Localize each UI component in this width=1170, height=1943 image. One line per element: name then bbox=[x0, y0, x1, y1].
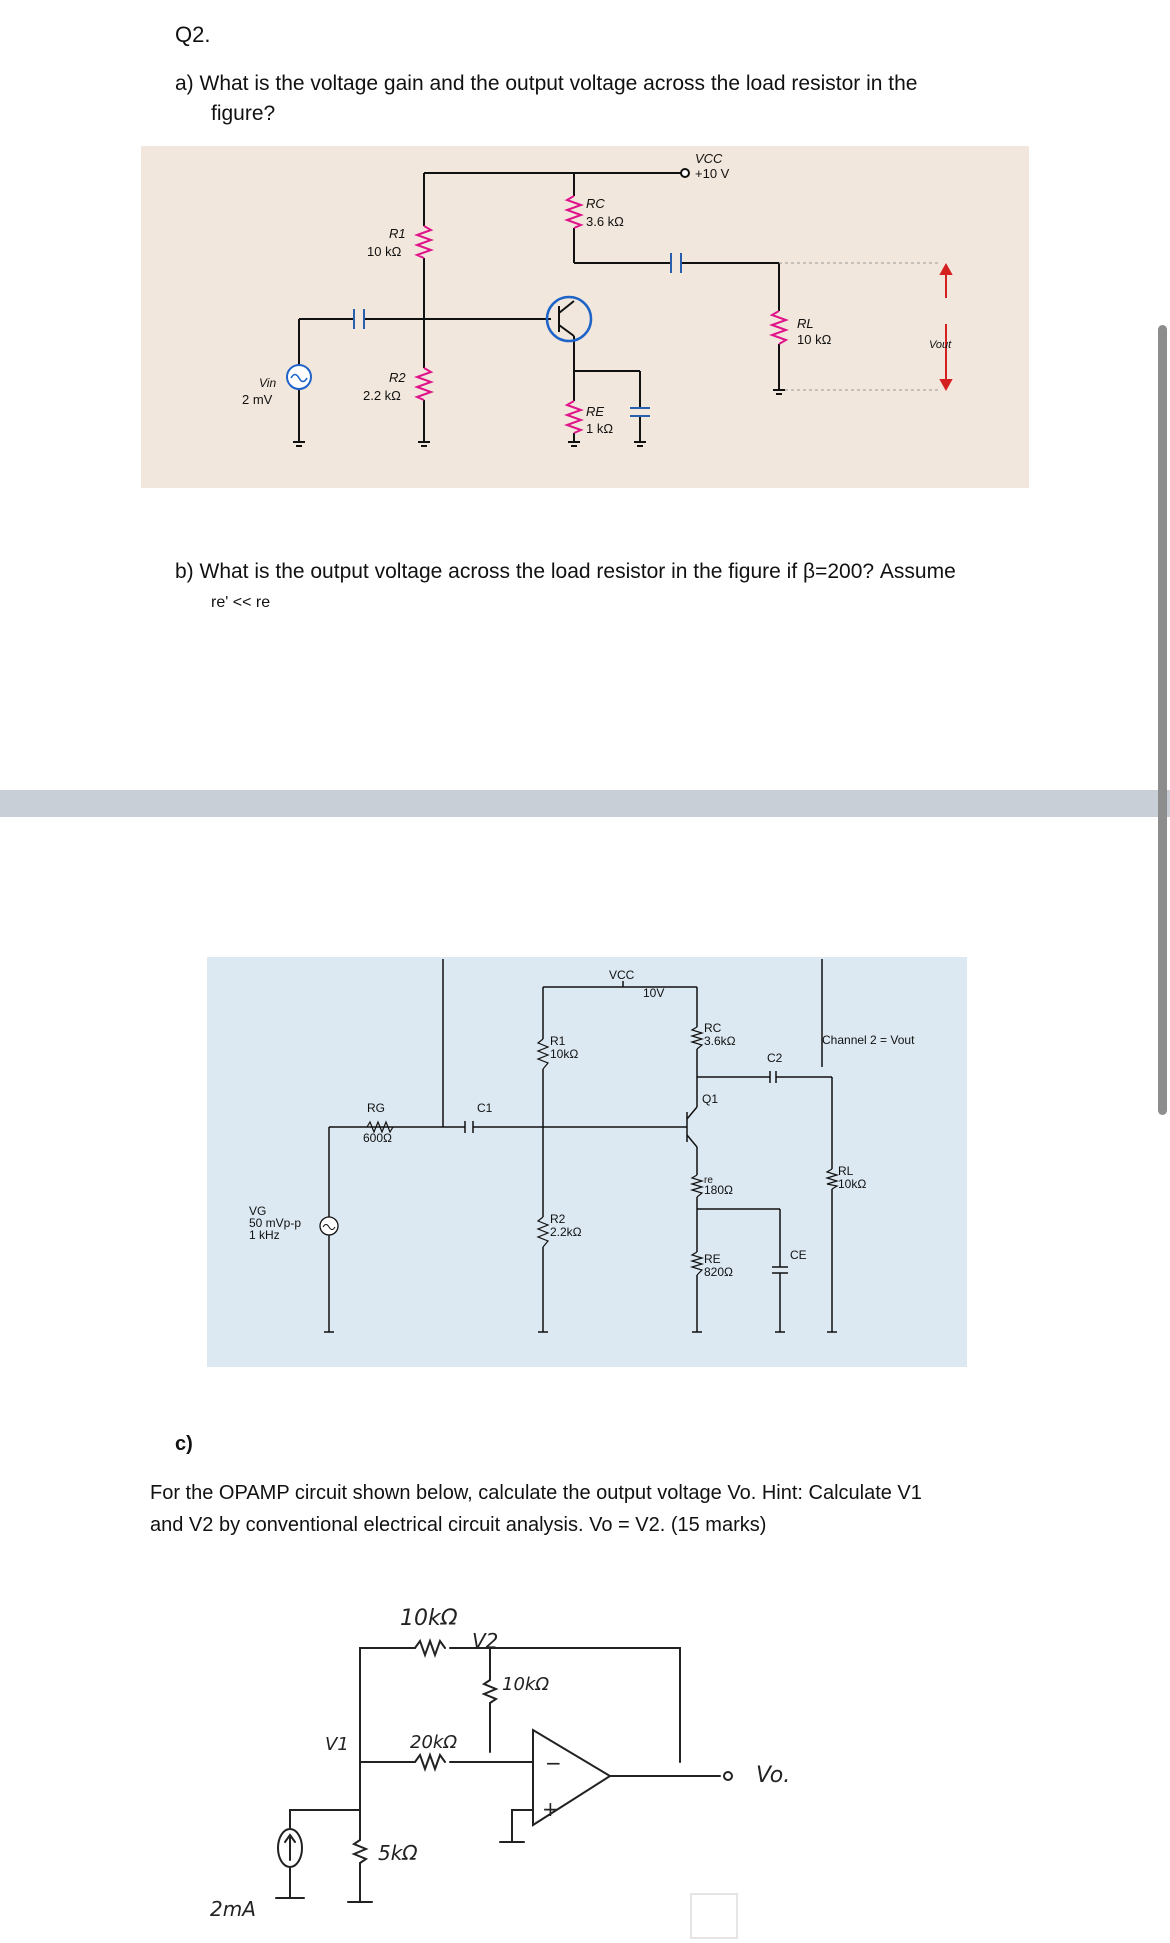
channel-label: Channel 2 = Vout bbox=[822, 1033, 915, 1047]
r1-value-2: 10kΩ bbox=[550, 1047, 578, 1061]
figure-3-opamp-circuit: 10kΩ V2 10kΩ 20kΩ V1 5kΩ 2mA Vo. − + bbox=[210, 1606, 790, 1921]
part-c-text-line2: and V2 by conventional electrical circui… bbox=[150, 1514, 767, 1536]
page-divider-band bbox=[0, 790, 1170, 817]
rc-value: 3.6 kΩ bbox=[586, 214, 624, 229]
opamp-plus: + bbox=[542, 1797, 559, 1821]
r1-resistor bbox=[414, 225, 434, 259]
vg-source-icon bbox=[319, 1216, 339, 1236]
r1-label-2: R1 bbox=[550, 1034, 566, 1048]
c2-label: C2 bbox=[767, 1051, 783, 1065]
vcc-value: +10 V bbox=[695, 166, 730, 181]
part-c-text: For the OPAMP circuit shown below, calcu… bbox=[150, 1482, 922, 1504]
vout-label: Vout bbox=[929, 339, 952, 351]
rc-label: RC bbox=[586, 196, 605, 211]
part-a-text-line2: figure? bbox=[211, 102, 276, 125]
ground-symbols bbox=[293, 389, 785, 447]
rg-label: RG bbox=[367, 1101, 385, 1115]
q1-label: Q1 bbox=[702, 1092, 718, 1106]
question-number: Q2. bbox=[175, 22, 211, 47]
figure-1-panel: VCC +10 V RC 3.6 kΩ R1 10 kΩ R2 2.2 kΩ R… bbox=[141, 146, 1029, 488]
vg-freq: 1 kHz bbox=[249, 1228, 280, 1242]
vout-arrow bbox=[939, 262, 953, 392]
re-small-label: re bbox=[704, 1175, 713, 1186]
source-label: 2mA bbox=[210, 1897, 256, 1921]
rc-label-2: RC bbox=[704, 1021, 722, 1035]
re-label: RE bbox=[586, 404, 604, 419]
r-top-label: 10kΩ bbox=[400, 1606, 458, 1631]
r2-value-2: 2.2kΩ bbox=[550, 1225, 582, 1239]
v1-label: V1 bbox=[325, 1734, 349, 1755]
vcc-label-2: VCC bbox=[609, 968, 635, 982]
r1-label: R1 bbox=[389, 226, 406, 241]
scrollbar[interactable] bbox=[1158, 325, 1167, 1115]
r2-label-2: R2 bbox=[550, 1212, 566, 1226]
opamp-minus: − bbox=[545, 1751, 562, 1775]
ce-label: CE bbox=[790, 1248, 807, 1262]
rl-label-2: RL bbox=[838, 1164, 854, 1178]
transistor-symbol bbox=[545, 295, 593, 343]
re-label-2: RE bbox=[704, 1252, 721, 1266]
re-value-2: 820Ω bbox=[704, 1265, 733, 1279]
opamp-triangle bbox=[532, 1728, 612, 1827]
figure-2-circuit: VCC 10V R1 10kΩ RC 3.6kΩ RG 600Ω C1 C2 Q… bbox=[249, 959, 915, 1333]
rl-label: RL bbox=[797, 316, 814, 331]
r2-value: 2.2 kΩ bbox=[363, 388, 401, 403]
empty-answer-box[interactable] bbox=[690, 1893, 738, 1939]
r2-label: R2 bbox=[389, 370, 406, 385]
rc-resistor bbox=[564, 195, 584, 229]
rg-value: 600Ω bbox=[363, 1131, 392, 1145]
re-resistor bbox=[564, 400, 584, 434]
r2-resistor bbox=[414, 367, 434, 401]
re-small-value: 180Ω bbox=[704, 1183, 733, 1197]
rl-value: 10 kΩ bbox=[797, 332, 832, 347]
v2-label: V2 bbox=[472, 1629, 498, 1653]
vg-amp: 50 mVp-p bbox=[249, 1216, 301, 1230]
re-value: 1 kΩ bbox=[586, 421, 613, 436]
vo-label: Vo. bbox=[756, 1763, 790, 1788]
rc-value-2: 3.6kΩ bbox=[704, 1034, 736, 1048]
part-b-text-line2: re' << re bbox=[211, 594, 271, 611]
r-5k-label: 5kΩ bbox=[378, 1841, 418, 1865]
r1-value: 10 kΩ bbox=[367, 244, 402, 259]
vcc-label: VCC bbox=[695, 151, 723, 166]
vin-label: Vin bbox=[259, 376, 276, 390]
rl-resistor bbox=[769, 310, 789, 345]
r-mid-label: 10kΩ bbox=[502, 1674, 549, 1695]
vcc-value-2: 10V bbox=[643, 986, 664, 1000]
figure-1-circuit: VCC +10 V RC 3.6 kΩ R1 10 kΩ R2 2.2 kΩ R… bbox=[242, 151, 953, 447]
figure-2-panel: VCC 10V R1 10kΩ RC 3.6kΩ RG 600Ω C1 C2 Q… bbox=[207, 957, 967, 1367]
rl-value-2: 10kΩ bbox=[838, 1177, 866, 1191]
c1-label: C1 bbox=[477, 1101, 493, 1115]
vg-label: VG bbox=[249, 1204, 266, 1218]
part-b-text: b) What is the output voltage across the… bbox=[175, 560, 956, 583]
part-a-text: a) What is the voltage gain and the outp… bbox=[175, 72, 918, 95]
vin-value: 2 mV bbox=[242, 392, 273, 407]
r-20k-label: 20kΩ bbox=[410, 1732, 457, 1753]
part-c-label: c) bbox=[175, 1433, 193, 1455]
